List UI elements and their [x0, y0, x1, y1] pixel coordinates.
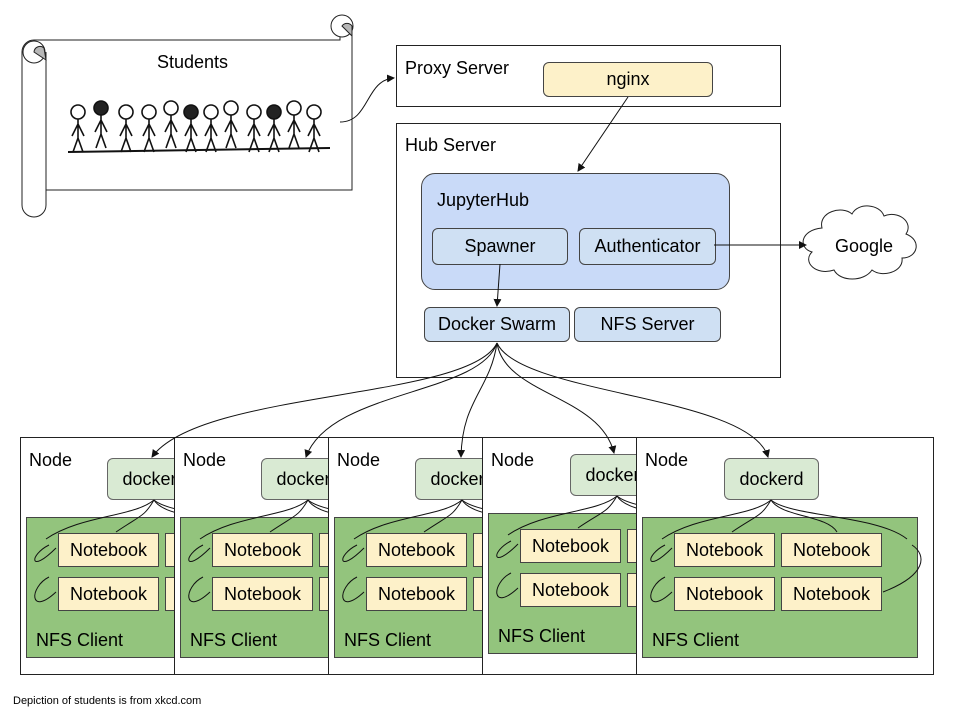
node-2: NodedockerdNotebookNotebookNotebookNoteb… — [174, 437, 329, 675]
node-internal-arrows — [650, 499, 922, 603]
nfs-client-label: NFS Client — [498, 626, 586, 646]
notebook-box: Notebook — [473, 533, 482, 567]
notebook-box: Notebook — [781, 533, 882, 567]
nfs-client-label: NFS Client — [36, 630, 124, 650]
node-1: NodedockerdNotebookNotebookNotebookNoteb… — [20, 437, 175, 675]
dockerd-box: dockerd — [107, 458, 174, 500]
node-title: Node — [645, 450, 689, 470]
dockerd-box: dockerd — [724, 458, 819, 500]
stick-figure — [141, 104, 157, 153]
dockerd-box: dockerd — [570, 454, 636, 496]
nfs-client-label: NFS Client — [652, 630, 740, 650]
notebook-box: Notebook — [520, 573, 621, 607]
swarm-to-node3-arrow — [457, 342, 498, 458]
attribution-caption: Depiction of students is from xkcd.com — [13, 695, 202, 707]
dockerd-box: dockerd — [261, 458, 328, 500]
notebook-box: Notebook — [366, 533, 467, 567]
notebook-box: Notebook — [674, 533, 775, 567]
jupyterhub-box: JupyterHub Spawner Authenticator — [421, 173, 730, 290]
hub-server-title: Hub Server — [405, 135, 497, 155]
notebook-box: Notebook — [473, 577, 482, 611]
node-4: NodedockerdNotebookNotebookNotebookNoteb… — [482, 437, 637, 675]
swarm-to-node4-arrow — [496, 342, 617, 454]
node-title: Node — [491, 450, 535, 470]
stick-figure — [246, 104, 262, 153]
node-internal-arrows — [342, 499, 482, 603]
swarm-to-node1-arrow — [151, 342, 498, 458]
node-internal-arrows — [188, 499, 328, 603]
stick-figure — [266, 104, 282, 153]
notebook-box: Notebook — [781, 577, 882, 611]
nfs-client-label: NFS Client — [344, 630, 432, 650]
proxy-server: Proxy Server nginx — [396, 45, 781, 107]
notebook-box: Notebook — [165, 533, 174, 567]
stick-figure — [203, 104, 219, 153]
hub-server: Hub Server JupyterHub Spawner Authentica… — [396, 123, 781, 378]
stick-figure — [93, 100, 109, 149]
node-internal-arrows — [34, 499, 174, 603]
nfs-server-box: NFS Server — [574, 307, 721, 342]
notebook-box: Notebook — [674, 577, 775, 611]
node-title: Node — [29, 450, 73, 470]
dockerd-box: dockerd — [415, 458, 482, 500]
swarm-to-node5-arrow — [496, 342, 770, 458]
notebook-box: Notebook — [319, 533, 328, 567]
google-label: Google — [835, 236, 894, 256]
swarm-to-node2-arrow — [304, 342, 498, 458]
notebook-box: Notebook — [520, 529, 621, 563]
node-internal-arrows — [496, 495, 636, 599]
proxy-server-title: Proxy Server — [405, 58, 510, 78]
spawner-box: Spawner — [432, 228, 568, 265]
notebook-box: Notebook — [58, 533, 159, 567]
nginx-box: nginx — [543, 62, 713, 97]
nfs-client-label: NFS Client — [190, 630, 278, 650]
stick-figure — [286, 100, 302, 149]
stick-figure — [223, 100, 239, 149]
node-title: Node — [337, 450, 381, 470]
notebook-box: Notebook — [627, 529, 636, 563]
stick-figure — [183, 104, 199, 153]
authenticator-box: Authenticator — [579, 228, 716, 265]
docker-swarm-box: Docker Swarm — [424, 307, 570, 342]
stick-figure — [118, 104, 134, 153]
notebook-box: Notebook — [627, 573, 636, 607]
notebook-box: Notebook — [366, 577, 467, 611]
nginx-to-jupyterhub-arrow — [577, 96, 629, 172]
notebook-box: Notebook — [212, 533, 313, 567]
stick-figure — [70, 104, 86, 153]
notebook-box: Notebook — [58, 577, 159, 611]
jupyterhub-title: JupyterHub — [437, 190, 530, 210]
students-title: Students — [157, 52, 229, 72]
node-title: Node — [183, 450, 227, 470]
notebook-box: Notebook — [165, 577, 174, 611]
stick-figure — [306, 104, 322, 153]
node-3: NodedockerdNotebookNotebookNotebookNoteb… — [328, 437, 483, 675]
notebook-box: Notebook — [319, 577, 328, 611]
spawner-to-swarm-arrow — [493, 263, 502, 307]
notebook-box: Notebook — [212, 577, 313, 611]
stick-figure — [163, 100, 179, 149]
